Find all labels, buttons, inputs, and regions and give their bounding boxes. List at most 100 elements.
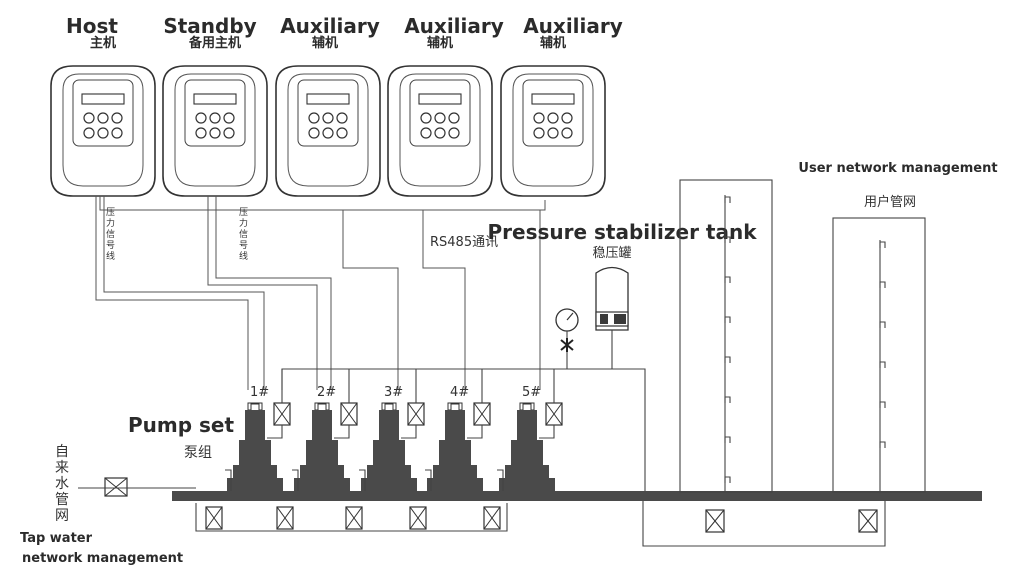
unit-aux1-label: Auxiliary: [280, 14, 380, 38]
display-screen: [418, 93, 462, 105]
controller-unit: [275, 65, 381, 197]
user-network: User network management 用户管网: [679, 161, 998, 533]
unit-standby-label: Standby: [163, 14, 256, 38]
unit-host-label-cn: 主机: [90, 35, 116, 51]
suction-valve-icon: [276, 506, 294, 530]
tap-water-label-1: Tap water: [20, 531, 93, 546]
discharge-header: [281, 368, 886, 547]
suction-manifold: [104, 477, 508, 532]
signal-line-label-1: 压力信号线: [106, 207, 115, 262]
signal-line-labels: 压力信号线 压力信号线: [106, 207, 248, 262]
signal-wire: [95, 196, 249, 390]
signal-wire: [207, 196, 318, 390]
control-button-icon: [448, 112, 460, 124]
suction-valve-icon: [205, 506, 223, 530]
signal-wire: [215, 196, 332, 390]
unit-aux3-label-cn: 辅机: [540, 35, 566, 51]
control-button-icon: [448, 127, 460, 139]
control-button-icon: [533, 112, 545, 124]
suction-valve-icon: [409, 506, 427, 530]
unit-host-label: Host: [66, 14, 118, 38]
building-2: [832, 217, 926, 493]
control-button-icon: [420, 127, 432, 139]
inlet-valve-icon: [104, 477, 128, 497]
controller-unit: [162, 65, 268, 197]
pump-set-label-cn: 泵组: [184, 445, 212, 461]
unit-standby-label-cn: 备用主机: [188, 35, 241, 51]
pump-unit: 1#: [225, 369, 291, 491]
suction-valve-icon: [345, 506, 363, 530]
tap-water-label-cn: 自来水管网: [55, 444, 69, 524]
pump-number-label: 4#: [450, 385, 469, 400]
user-network-label: User network management: [798, 161, 997, 176]
pump-number-label: 3#: [384, 385, 403, 400]
pump-unit: 3#: [359, 369, 425, 491]
control-button-icon: [561, 112, 573, 124]
pressure-stabilizer-tank: Pressure stabilizer tank 稳压罐: [488, 220, 758, 369]
control-button-icon: [195, 112, 207, 124]
control-button-icon: [336, 127, 348, 139]
controller-unit: [387, 65, 493, 197]
tap-water-label-2: network management: [22, 551, 183, 566]
tap-water-inlet: 自来水管网 Tap water network management: [20, 444, 196, 566]
pump-set-label: Pump set: [128, 413, 234, 437]
control-button-icon: [111, 127, 123, 139]
gate-valve-icon: [705, 509, 725, 533]
user-network-label-cn: 用户管网: [864, 194, 916, 210]
pump-number-label: 2#: [317, 385, 336, 400]
control-button-icon: [111, 112, 123, 124]
unit-aux1-label-cn: 辅机: [312, 35, 338, 51]
controller-unit: [50, 65, 156, 197]
unit-aux3-label: Auxiliary: [523, 14, 623, 38]
control-button-icon: [97, 112, 109, 124]
control-button-icon: [336, 112, 348, 124]
unit-headings: Host 主机 Standby 备用主机 Auxiliary 辅机 Auxili…: [66, 14, 623, 51]
control-button-icon: [83, 112, 95, 124]
display-screen: [306, 93, 350, 105]
tank-label-cn: 稳压罐: [592, 245, 631, 261]
signal-wires: [95, 196, 541, 390]
display-screen: [81, 93, 125, 105]
control-button-icon: [195, 127, 207, 139]
main-supply-pipe: [172, 491, 982, 501]
control-button-icon: [434, 127, 446, 139]
control-button-icon: [533, 127, 545, 139]
display-screen: [193, 93, 237, 105]
pump-number-label: 5#: [522, 385, 541, 400]
controllers: [50, 65, 606, 197]
pump-number-label: 1#: [250, 385, 269, 400]
pressure-gauge-icon: [555, 308, 579, 369]
suction-valve-icon: [483, 506, 501, 530]
building-1: [679, 179, 773, 493]
control-button-icon: [322, 127, 334, 139]
unit-aux2-label: Auxiliary: [404, 14, 504, 38]
rs485-label: RS485通讯: [430, 235, 498, 250]
control-button-icon: [209, 127, 221, 139]
control-button-icon: [209, 112, 221, 124]
tank-label: Pressure stabilizer tank: [488, 220, 758, 244]
pump-set: 1# 2# 3# 4# 5#: [225, 369, 563, 491]
control-button-icon: [322, 112, 334, 124]
control-button-icon: [308, 112, 320, 124]
controller-unit: [500, 65, 606, 197]
pump-unit: 5#: [497, 369, 563, 491]
pump-unit: 4#: [425, 369, 491, 491]
control-button-icon: [223, 127, 235, 139]
signal-wire: [103, 196, 265, 390]
control-button-icon: [223, 112, 235, 124]
signal-line-label-2: 压力信号线: [239, 207, 248, 262]
pump-unit: 2#: [292, 369, 358, 491]
control-button-icon: [434, 112, 446, 124]
control-button-icon: [308, 127, 320, 139]
signal-wire: [422, 210, 466, 390]
gauge-valve-icon: [560, 338, 574, 352]
control-button-icon: [547, 112, 559, 124]
unit-aux2-label-cn: 辅机: [427, 35, 453, 51]
control-button-icon: [420, 112, 432, 124]
control-button-icon: [547, 127, 559, 139]
rs485-bus: [99, 196, 546, 211]
gate-valve-icon: [858, 509, 878, 533]
control-button-icon: [97, 127, 109, 139]
control-button-icon: [83, 127, 95, 139]
